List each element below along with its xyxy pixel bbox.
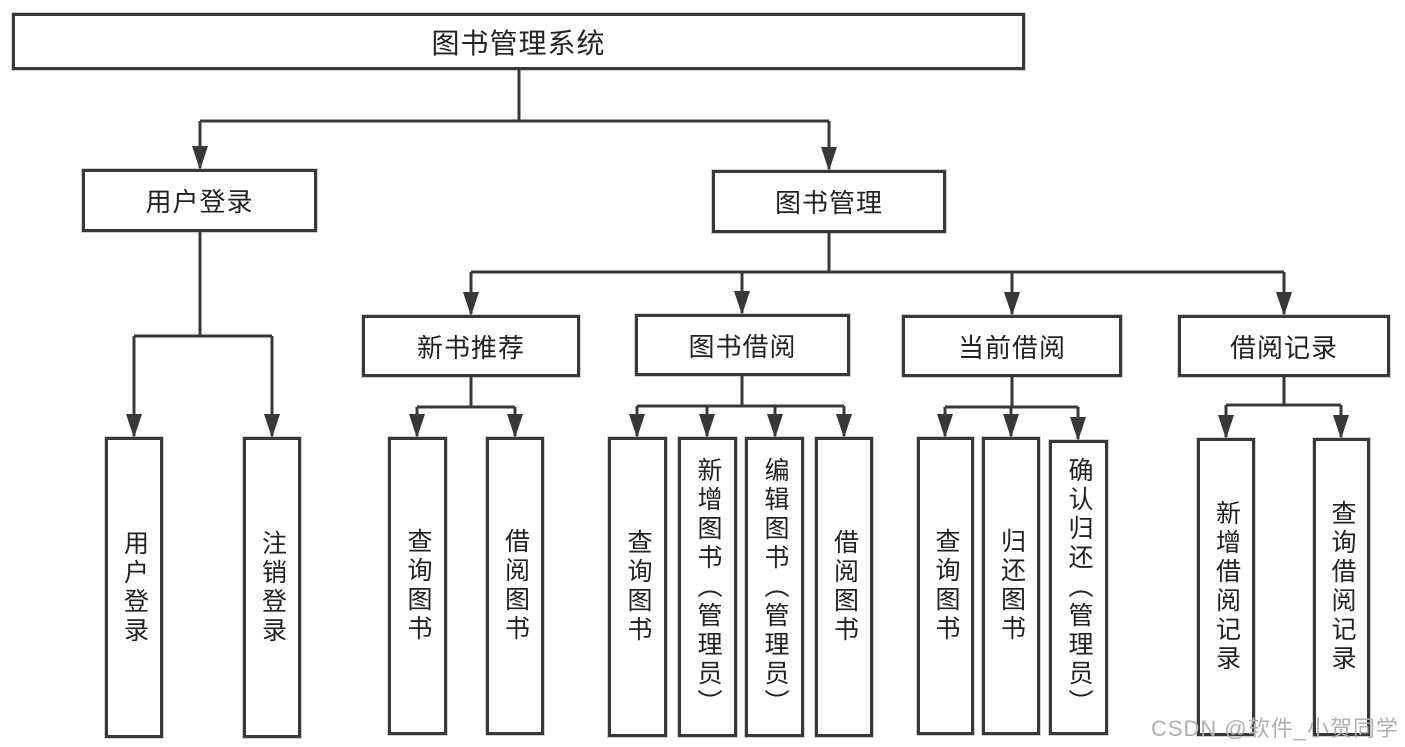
leaf-edit-book-admin: 编辑图书（管理员） [745,437,804,737]
leaf-confirm-return-admin: 确认归还（管理员） [1049,440,1108,735]
leaf-query-books-1: 查询图书 [388,437,447,735]
leaf-return-book: 归还图书 [982,437,1040,735]
node-current-borrow: 当前借阅 [902,315,1122,377]
edge-borrow-record-to-leaves [1218,377,1349,439]
edge-root-to-level2 [192,70,837,171]
edge-book-mgmt-to-level3 [463,233,1292,316]
node-book-borrow: 图书借阅 [635,314,850,376]
leaf-query-books-2: 查询图书 [608,437,667,737]
node-user-login: 用户登录 [82,169,317,232]
node-root: 图书管理系统 [12,13,1025,70]
leaf-user-login: 用户登录 [105,437,163,738]
leaf-borrow-books-2: 借阅图书 [815,437,873,737]
csdn-watermark: CSDN @软件_小贺同学 [1150,716,1399,741]
node-new-book-recommend: 新书推荐 [362,315,580,377]
node-borrow-record: 借阅记录 [1178,315,1390,377]
leaf-logout: 注销登录 [243,437,301,738]
edge-book-borrow-to-leaves [629,376,852,438]
leaf-add-book-admin: 新增图书（管理员） [678,437,737,737]
leaf-query-borrow-record: 查询借阅记录 [1313,438,1370,736]
edge-new-book-rec-to-leaves [409,377,523,438]
leaf-add-borrow-record: 新增借阅记录 [1197,438,1255,736]
edge-current-borrow-to-leaves [937,377,1086,441]
edge-user-login-to-leaves [126,232,280,438]
leaf-query-books-3: 查询图书 [917,437,974,735]
leaf-borrow-books-1: 借阅图书 [486,437,544,735]
node-book-management: 图书管理 [712,170,946,233]
